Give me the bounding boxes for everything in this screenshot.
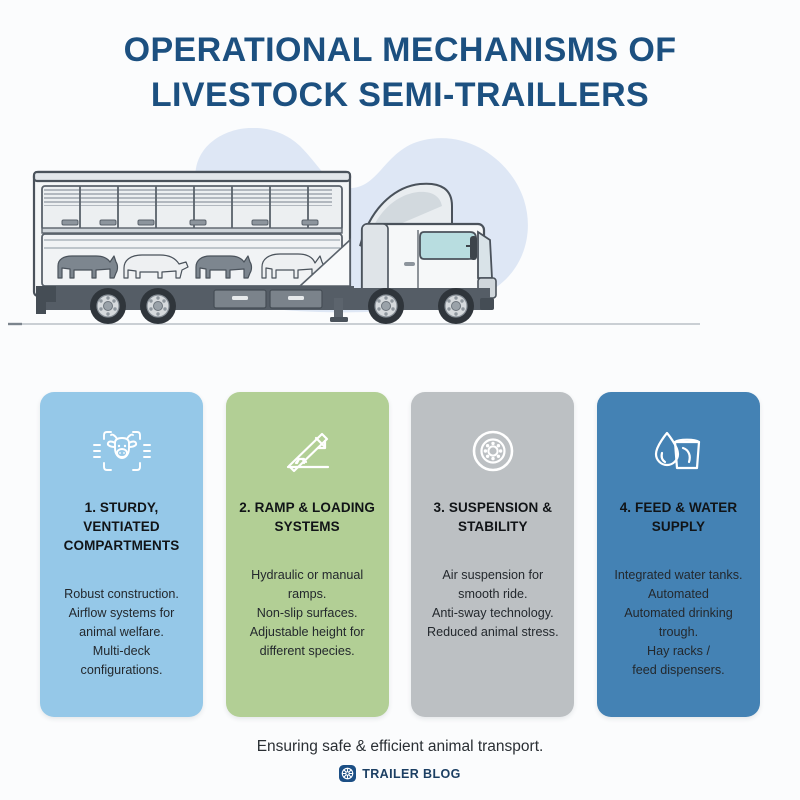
feature-card-heading: 4. Feed & Water Supply bbox=[619, 500, 738, 534]
animal-pig bbox=[123, 254, 189, 279]
water-droplet-feed-bucket-icon bbox=[647, 422, 709, 480]
loading-ramp-icon bbox=[276, 422, 338, 480]
page-title-line-2: Livestock Semi-Traillers bbox=[150, 76, 650, 114]
animal-cow-1 bbox=[57, 255, 119, 279]
trailer-wheel-logo-icon bbox=[339, 765, 357, 782]
feature-cards: 1. Sturdy, Ventiated Compartments Robust… bbox=[40, 392, 760, 717]
wheel bbox=[90, 288, 126, 324]
tractor-cab bbox=[359, 182, 497, 299]
feature-card-body: Air suspension for smooth ride. Anti-swa… bbox=[427, 568, 559, 639]
page-title-line-1: Operational Mechanisms of bbox=[123, 31, 677, 69]
footer-tagline: Ensuring safe & efficient animal transpo… bbox=[256, 738, 544, 755]
wheel bbox=[438, 288, 474, 324]
cow-head-ventilation-icon bbox=[91, 422, 153, 480]
feature-card-body: Hydraulic or manual ramps. Non-slip surf… bbox=[249, 568, 365, 658]
brand-lockup[interactable]: Trailer Blog bbox=[0, 765, 800, 782]
animal-sheep bbox=[261, 253, 324, 279]
feature-card-suspension-stability[interactable]: 3. Suspension & Stability Air suspension… bbox=[411, 392, 575, 717]
tractor-wheels bbox=[368, 288, 474, 324]
trailer-body bbox=[32, 170, 352, 298]
feature-card-ramp-loading-systems[interactable]: 2. Ramp & Loading Systems Hydraulic or m… bbox=[225, 392, 389, 717]
feature-card-sturdy-ventilated-compartments[interactable]: 1. Sturdy, Ventiated Compartments Robust… bbox=[40, 392, 203, 717]
wheel bbox=[140, 288, 176, 324]
feature-card-heading: 2. Ramp & Loading Systems bbox=[239, 500, 376, 534]
wheel-suspension-icon bbox=[462, 422, 524, 480]
wheel bbox=[368, 288, 404, 324]
brand-name: Trailer Blog bbox=[362, 766, 461, 781]
feature-card-heading: 3. Suspension & Stability bbox=[433, 500, 553, 534]
footer: Ensuring safe & efficient animal transpo… bbox=[0, 736, 800, 782]
trailer-chassis bbox=[36, 286, 354, 322]
animal-silhouettes bbox=[57, 253, 324, 279]
feature-card-body: Robust construction. Airflow systems for… bbox=[64, 587, 179, 677]
feature-card-heading: 1. Sturdy, Ventiated Compartments bbox=[63, 500, 180, 553]
page-title: Operational Mechanisms of Livestock Semi… bbox=[0, 28, 800, 118]
feature-card-body: Integrated water tanks. Automated Automa… bbox=[614, 568, 743, 677]
animal-cow-2 bbox=[195, 255, 253, 279]
trailer-wheels bbox=[90, 288, 176, 324]
feature-card-feed-water-supply[interactable]: 4. Feed & Water Supply Integrated water … bbox=[596, 392, 760, 717]
hero-illustration bbox=[0, 128, 800, 353]
